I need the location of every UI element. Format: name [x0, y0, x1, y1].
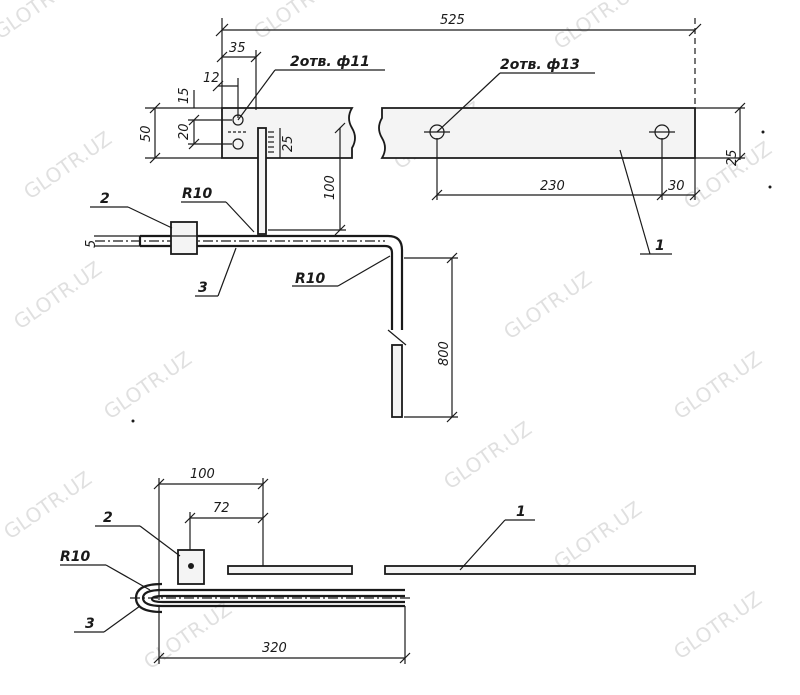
- dim-hole-distance: 230: [540, 179, 565, 194]
- plan-u-bar-inner: [150, 594, 405, 604]
- leader-r10-bend: R10: [292, 255, 391, 287]
- dim-hole-top: 15: [177, 87, 192, 104]
- dimension-72: 72: [184, 501, 269, 550]
- dim-bracket-height: 100: [323, 175, 338, 200]
- dimension-12: 12: [203, 71, 239, 118]
- label-holes-left: 2отв. ф11: [290, 54, 370, 70]
- strip-left: [221, 107, 356, 159]
- dimension-100-plan: 100: [153, 467, 269, 600]
- dimension-left-stack: 50 20 15: [139, 87, 232, 164]
- leader-part-1-top: 1: [619, 149, 672, 255]
- bent-bar-outer: [140, 234, 404, 330]
- dim-vertical-length: 800: [437, 341, 452, 366]
- break-mark: [387, 329, 407, 346]
- dim-hole-spacing: 20: [177, 123, 192, 140]
- label-part-3-top: 3: [198, 280, 208, 296]
- watermark: GLOTR.UZ: [549, 496, 646, 574]
- plan-strip-left: [227, 565, 353, 575]
- dimension-320: 320: [153, 606, 411, 664]
- watermark: GLOTR.UZ: [439, 416, 536, 494]
- dim-hole-offset: 12: [203, 71, 220, 86]
- strip-right: [378, 107, 696, 159]
- dimension-100-vertical: 100: [268, 122, 346, 236]
- leader-holes-right: 2отв. ф13: [436, 57, 595, 133]
- leader-part-1-bottom: 1: [459, 504, 535, 571]
- bracket-leg: [257, 127, 274, 235]
- dim-plan-length: 320: [262, 641, 287, 656]
- label-part-1-bottom: 1: [516, 504, 526, 520]
- dim-hole-end: 30: [668, 179, 685, 194]
- dim-right-width: 25: [725, 149, 740, 166]
- watermark: GLOTR.UZ: [99, 346, 196, 424]
- dimension-25-right: 25: [695, 102, 746, 166]
- label-part-3-bottom: 3: [85, 616, 95, 632]
- dim-plan-width: 100: [190, 467, 215, 482]
- watermark: GLOTR.UZ: [139, 596, 236, 674]
- leader-part-2-top: 2: [90, 191, 173, 229]
- dimension-35: 35: [216, 41, 262, 110]
- watermark: GLOTR.UZ: [669, 346, 766, 424]
- label-holes-right: 2отв. ф13: [500, 57, 580, 73]
- label-part-2-bottom: 2: [103, 510, 113, 526]
- dimension-5: 5: [84, 235, 140, 248]
- label-radius-bend: R10: [295, 271, 326, 287]
- label-part-1-top: 1: [655, 238, 665, 254]
- plan-strip-right: [384, 565, 696, 575]
- watermark: GLOTR.UZ: [549, 0, 646, 54]
- bent-bar-lower: [391, 344, 403, 418]
- watermark: GLOTR.UZ: [0, 466, 96, 544]
- dim-plate-width: 50: [139, 125, 154, 142]
- dim-plan-offset: 72: [213, 501, 230, 516]
- dim-thickness: 5: [84, 240, 99, 248]
- dimension-800: 800: [404, 252, 458, 423]
- dim-tab-width: 35: [229, 41, 246, 56]
- leader-part-3-bottom: 3: [74, 605, 141, 633]
- label-part-2-top: 2: [100, 191, 110, 207]
- clamp-part-2: [170, 221, 198, 255]
- watermark: GLOTR.UZ: [249, 0, 346, 44]
- watermark: GLOTR.UZ: [0, 0, 86, 44]
- bent-bar-inner: [140, 244, 394, 330]
- label-radius-top: R10: [182, 186, 213, 202]
- dim-bracket-25: 25: [281, 135, 296, 152]
- dimension-230-30: 230 30: [431, 138, 701, 201]
- dimension-525: 525: [215, 13, 702, 112]
- watermark: GLOTR.UZ: [669, 586, 766, 664]
- watermark: GLOTR.UZ: [499, 266, 596, 344]
- leader-r10-bottom: R10: [60, 549, 151, 591]
- leader-holes-left: 2отв. ф11: [237, 54, 385, 121]
- watermark: GLOTR.UZ: [9, 256, 106, 334]
- label-radius-bottom: R10: [60, 549, 91, 565]
- leader-part-2-bottom: 2: [95, 510, 181, 557]
- leader-part-3-top: 3: [195, 247, 237, 297]
- dimension-25-inner: 25: [279, 128, 296, 158]
- leader-r10-top: R10: [181, 186, 255, 233]
- dim-total-length: 525: [440, 13, 465, 28]
